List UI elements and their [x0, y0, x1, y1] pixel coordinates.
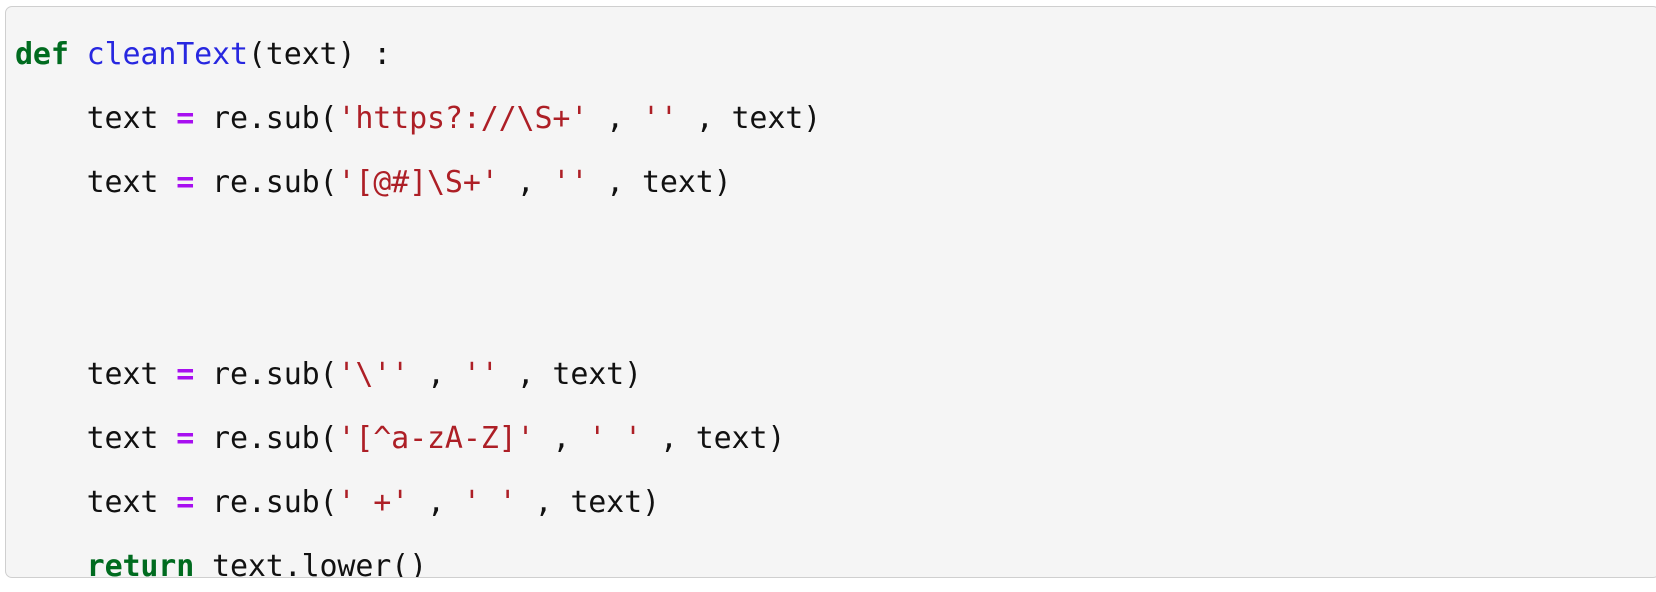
- code-token-fn: cleanText: [86, 37, 248, 72]
- code-token-plain: text: [15, 485, 177, 520]
- code-token-plain: re.sub(: [194, 357, 338, 392]
- code-token-plain: ,: [498, 165, 553, 200]
- code-line: def cleanText(text) :: [15, 23, 1656, 87]
- code-token-str: ' ': [462, 485, 517, 520]
- code-token-str: '\'': [337, 357, 410, 392]
- code-token-str: '': [552, 165, 589, 200]
- code-token-plain: text: [15, 421, 177, 456]
- code-token-str: ' ': [588, 421, 642, 456]
- code-token-op: =: [176, 485, 195, 520]
- code-token-plain: text: [15, 101, 177, 136]
- code-line: return text.lower(): [15, 535, 1656, 578]
- code-line: [15, 279, 1656, 343]
- code-token-op: =: [176, 421, 195, 456]
- code-token-plain: , text): [516, 485, 661, 520]
- code-token-plain: text.lower(): [194, 549, 427, 578]
- code-token-plain: , text): [588, 165, 732, 200]
- code-token-kw: return: [86, 549, 195, 578]
- code-token-plain: re.sub(: [194, 101, 338, 136]
- code-line: [15, 215, 1656, 279]
- code-token-plain: [69, 37, 87, 72]
- code-token-str: ' +': [337, 485, 410, 520]
- code-token-plain: ,: [588, 101, 642, 136]
- code-token-plain: text: [15, 357, 177, 392]
- code-listing[interactable]: def cleanText(text) : text = re.sub('htt…: [6, 7, 1656, 578]
- code-token-plain: ,: [534, 421, 589, 456]
- code-token-plain: , text): [641, 421, 786, 456]
- code-line: text = re.sub('[^a-zA-Z]' , ' ' , text): [15, 407, 1656, 471]
- code-line: text = re.sub('\'' , '' , text): [15, 343, 1656, 407]
- code-token-plain: , text): [677, 101, 822, 136]
- code-token-str: '': [641, 101, 678, 136]
- code-line: text = re.sub('[@#]\S+' , '' , text): [15, 151, 1656, 215]
- code-line: text = re.sub(' +' , ' ' , text): [15, 471, 1656, 535]
- code-token-plain: re.sub(: [194, 165, 338, 200]
- code-token-str: '[^a-zA-Z]': [337, 421, 535, 456]
- code-token-plain: (text) :: [247, 37, 392, 72]
- code-token-op: =: [176, 165, 195, 200]
- code-token-str: 'https?://\S+': [337, 101, 589, 136]
- code-token-str: '[@#]\S+': [337, 165, 499, 200]
- code-line: text = re.sub('https?://\S+' , '' , text…: [15, 87, 1656, 151]
- code-token-op: =: [176, 357, 195, 392]
- code-token-plain: [15, 549, 87, 577]
- code-token-kw: def: [15, 37, 69, 72]
- code-token-plain: re.sub(: [194, 485, 338, 520]
- code-token-plain: ,: [409, 357, 463, 392]
- code-block[interactable]: def cleanText(text) : text = re.sub('htt…: [5, 6, 1656, 578]
- code-token-plain: ,: [409, 485, 463, 520]
- code-token-plain: re.sub(: [194, 421, 338, 456]
- code-token-str: '': [462, 357, 499, 392]
- code-token-op: =: [176, 101, 195, 136]
- code-token-plain: , text): [498, 357, 643, 392]
- code-token-plain: text: [15, 165, 177, 200]
